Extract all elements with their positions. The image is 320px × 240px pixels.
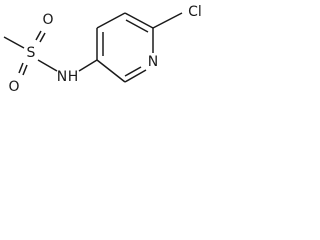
ring-double-inner-bottom xyxy=(124,66,142,77)
atom-oxygen-bottom: O xyxy=(8,79,19,95)
atom-hydrogen-amide: H xyxy=(68,69,79,85)
atom-nitrogen-amide: N xyxy=(57,69,67,85)
atom-sulfur: S xyxy=(27,45,36,61)
ring-double-inner-top-right xyxy=(125,19,149,33)
ring-bond-c2-c1 xyxy=(96,12,126,29)
bond-sulfur-oxygen-top-a xyxy=(35,30,42,41)
bond-nitrogen-ring xyxy=(78,59,98,72)
atom-labels: O S O N H N Cl xyxy=(8,4,201,95)
bond-sulfur-oxygen-bottom-b xyxy=(22,64,28,76)
ring-bond-n-c4 xyxy=(124,69,147,83)
chemical-structure: O S O N H N Cl xyxy=(3,4,202,95)
atom-oxygen-top: O xyxy=(42,12,53,28)
atom-nitrogen-ring: N xyxy=(148,54,158,70)
bond-methyl-sulfur xyxy=(3,36,25,49)
bond-ring-chlorine xyxy=(152,12,183,29)
ring-bond-c4-c3 xyxy=(96,59,126,83)
atom-chlorine: Cl xyxy=(188,4,202,20)
ring-bond-c1-c6 xyxy=(124,12,154,29)
bond-sulfur-oxygen-bottom-a xyxy=(18,62,24,74)
bond-sulfur-oxygen-top-b xyxy=(39,32,46,43)
bonds xyxy=(3,12,183,83)
bond-sulfur-nitrogen xyxy=(37,59,58,72)
